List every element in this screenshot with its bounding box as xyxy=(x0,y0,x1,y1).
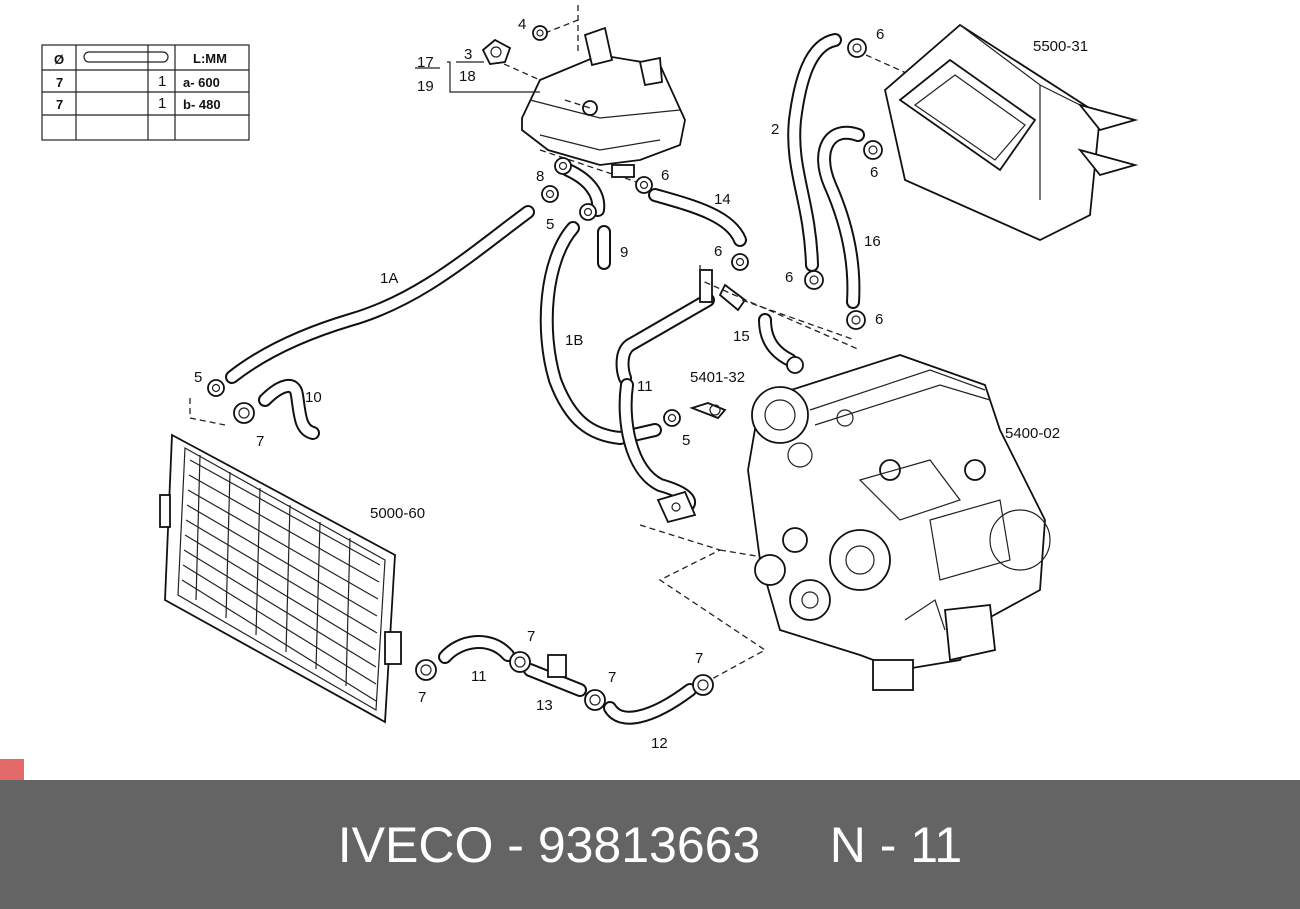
hose-12 xyxy=(603,683,697,725)
flange xyxy=(656,490,697,524)
footer-bar: IVECO - 93813663 N - 11 xyxy=(0,780,1300,909)
label-4: 4 xyxy=(518,16,526,33)
length-header: L:MM xyxy=(193,51,227,66)
label-3: 3 xyxy=(464,46,472,63)
corner-mark xyxy=(0,759,24,780)
label-7-left: 7 xyxy=(256,433,264,450)
label-2: 2 xyxy=(771,121,779,138)
footer-separator: - xyxy=(493,816,538,873)
row2-length: b- 480 xyxy=(183,97,221,112)
label-13: 13 xyxy=(536,697,553,714)
radiator xyxy=(159,433,402,724)
row1-qty: 1 xyxy=(158,73,166,90)
row1-length: a- 600 xyxy=(183,75,220,90)
ref-radiator: 5000-60 xyxy=(370,505,425,522)
label-5-center: 5 xyxy=(682,432,690,449)
label-7-far-right: 7 xyxy=(695,650,703,667)
row1-diameter: 7 xyxy=(56,75,63,90)
label-6-f: 6 xyxy=(661,167,669,184)
tee-13 xyxy=(523,654,587,697)
footer-gap xyxy=(760,816,829,874)
hose-8 xyxy=(561,163,606,217)
label-6-c: 6 xyxy=(785,269,793,286)
hose-2 xyxy=(787,33,842,272)
parts-diagram: Ø L:MM 7 1 a- 600 7 1 b- 480 xyxy=(41,5,1139,752)
hose-16 xyxy=(817,126,865,309)
heater-unit xyxy=(884,23,1139,241)
expansion-tank xyxy=(521,26,686,178)
label-5-left: 5 xyxy=(194,369,202,386)
hose-14 xyxy=(648,188,747,247)
label-19: 19 xyxy=(417,78,434,95)
label-14: 14 xyxy=(714,191,731,208)
label-1a: 1A xyxy=(380,270,398,287)
diameter-symbol: Ø xyxy=(54,52,64,67)
label-1b: 1B xyxy=(565,332,583,349)
hose-11-lower xyxy=(438,635,515,664)
spec-table: Ø L:MM 7 1 a- 600 7 1 b- 480 xyxy=(41,44,250,141)
label-11-lower: 11 xyxy=(471,668,487,685)
label-7-bottom-left: 7 xyxy=(418,689,426,706)
label-17: 17 xyxy=(417,54,434,71)
label-11-upper: 11 xyxy=(637,378,653,395)
ref-sensor: 5401-32 xyxy=(690,369,745,386)
footer-brand: IVECO xyxy=(337,816,494,873)
label-18: 18 xyxy=(459,68,476,85)
hose-15 xyxy=(758,313,804,374)
label-15: 15 xyxy=(733,328,750,345)
ref-engine: 5400-02 xyxy=(1005,425,1060,442)
label-9: 9 xyxy=(620,244,628,261)
temperature-sensor xyxy=(689,402,727,420)
label-6-b: 6 xyxy=(870,164,878,181)
clamp-4 xyxy=(532,25,548,41)
hose-10 xyxy=(258,379,320,440)
engine xyxy=(747,354,1051,691)
row2-qty: 1 xyxy=(158,95,166,112)
label-8: 8 xyxy=(536,168,544,185)
label-7-bottom-center: 7 xyxy=(527,628,535,645)
label-12: 12 xyxy=(651,735,668,752)
label-7-bottom-right: 7 xyxy=(608,669,616,686)
ref-heater: 5500-31 xyxy=(1033,38,1088,55)
label-16: 16 xyxy=(864,233,881,250)
clamps xyxy=(207,38,883,711)
label-6-e: 6 xyxy=(714,243,722,260)
label-6-a: 6 xyxy=(876,26,884,43)
label-6-d: 6 xyxy=(875,311,883,328)
footer-page: N - 11 xyxy=(829,816,963,873)
hose-1b xyxy=(539,221,662,445)
hose-1a xyxy=(225,205,535,384)
label-10: 10 xyxy=(305,389,322,406)
hose-symbol-icon xyxy=(83,51,169,63)
row2-diameter: 7 xyxy=(56,97,63,112)
label-5-tank: 5 xyxy=(546,216,554,233)
filler-cap-3 xyxy=(481,38,512,65)
footer-part-number: 93813663 xyxy=(537,816,761,873)
